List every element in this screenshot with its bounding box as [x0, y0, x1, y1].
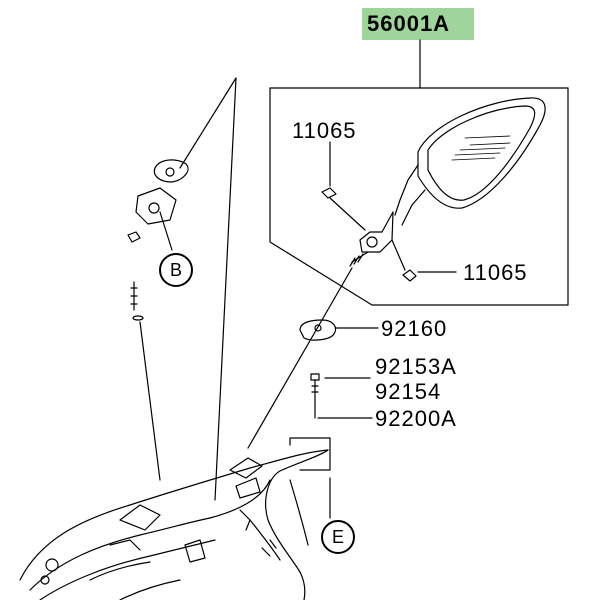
mirror-base: [349, 211, 394, 267]
part-label-92200a: 92200A: [375, 406, 457, 431]
gasket-92160: [299, 319, 337, 341]
mirror-head: [394, 97, 546, 226]
screw-left: [130, 281, 144, 321]
cap-11065-lower: [402, 269, 417, 282]
part-label-92160: 92160: [381, 316, 448, 341]
assembly-bracket: [269, 39, 569, 306]
part-label-11065-top: 11065: [292, 118, 357, 143]
assembly-highlight: [362, 8, 474, 40]
callout-e-bracket: [289, 437, 331, 471]
bolt-92153a: [310, 373, 320, 401]
part-label-11065-bottom: 11065: [463, 260, 528, 285]
callout-b: B: [159, 253, 193, 287]
part-label-92153a: 92153A: [375, 354, 457, 379]
assembly-label: 56001A: [367, 11, 451, 36]
cap-11065-upper: [321, 187, 337, 199]
front-fairing: [19, 449, 329, 600]
bracket-assembly-b: [127, 159, 189, 243]
part-label-92154: 92154: [375, 379, 442, 404]
callout-e: E: [321, 520, 355, 554]
